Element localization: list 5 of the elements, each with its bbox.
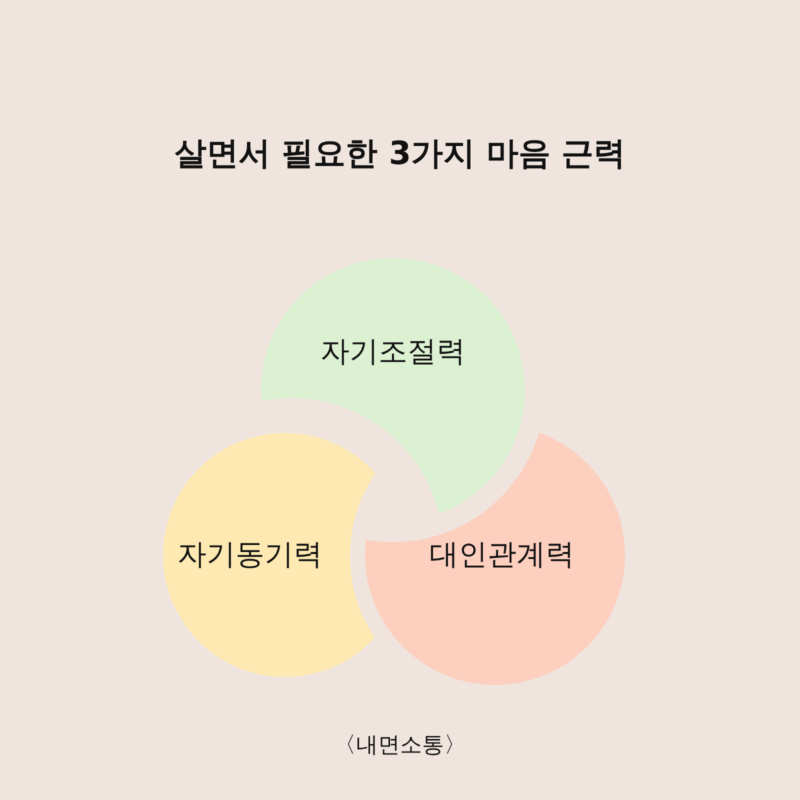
title: 살면서 필요한 3가지 마음 근력 <box>174 133 626 174</box>
shape-label: 자기동기력 <box>178 536 322 573</box>
book-title: 〈내면소통〉 <box>333 732 467 760</box>
shape-label: 자기조절력 <box>320 333 466 370</box>
shape-label: 대인관계력 <box>430 536 574 573</box>
